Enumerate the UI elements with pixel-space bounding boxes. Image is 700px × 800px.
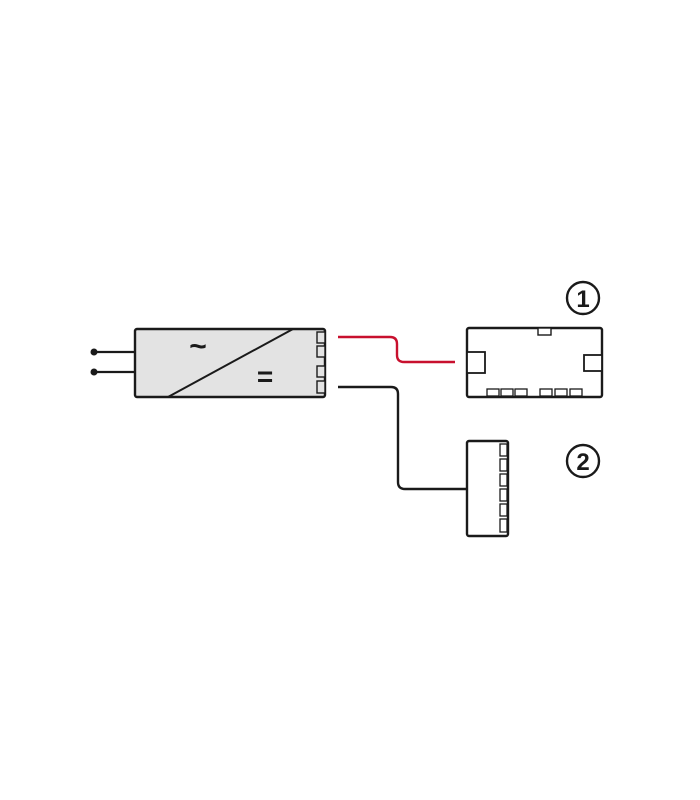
output-port-2 — [316, 345, 326, 358]
marker-2-circle — [565, 443, 601, 479]
power-supply-ports — [316, 331, 326, 394]
device-2-port-4 — [499, 488, 508, 502]
marker-1: 1 — [565, 280, 601, 316]
device-1-port-1 — [486, 388, 500, 397]
device-2-port-6 — [499, 518, 508, 533]
device-1-port-6 — [569, 388, 583, 397]
output-port-1 — [316, 331, 326, 344]
terminal-dot-2 — [90, 368, 98, 376]
device-2-port-5 — [499, 503, 508, 517]
device-2-body — [465, 439, 510, 538]
device-1 — [465, 326, 604, 399]
converter-diagonal — [167, 328, 294, 398]
device-1-port-3 — [514, 388, 528, 397]
device-1-port-5 — [554, 388, 568, 397]
input-terminals — [90, 348, 135, 376]
device-1-left-tab — [466, 351, 486, 374]
marker-2: 2 — [565, 443, 601, 479]
device-2-port-3 — [499, 473, 508, 487]
device-2-port-1 — [499, 443, 508, 457]
power-supply: ~ = — [133, 327, 327, 399]
device-2 — [465, 439, 510, 538]
marker-1-circle — [565, 280, 601, 316]
marker-2-label: 2 — [576, 449, 589, 476]
black-wire — [338, 385, 467, 491]
device-1-port-2 — [500, 388, 514, 397]
device-1-port-4 — [539, 388, 553, 397]
device-2-port-2 — [499, 458, 508, 472]
dc-symbol: = — [257, 361, 273, 392]
ac-symbol: ~ — [189, 330, 207, 363]
device-1-body — [465, 326, 604, 399]
device-2-side-ports — [499, 443, 508, 533]
red-wire — [338, 335, 455, 364]
marker-1-label: 1 — [576, 286, 589, 313]
terminal-dot-1 — [90, 348, 98, 356]
output-port-3 — [316, 365, 326, 378]
output-port-4 — [316, 380, 326, 394]
device-1-bottom-ports — [486, 388, 583, 397]
device-1-top-tab — [537, 327, 552, 336]
device-1-right-tab — [583, 354, 603, 372]
